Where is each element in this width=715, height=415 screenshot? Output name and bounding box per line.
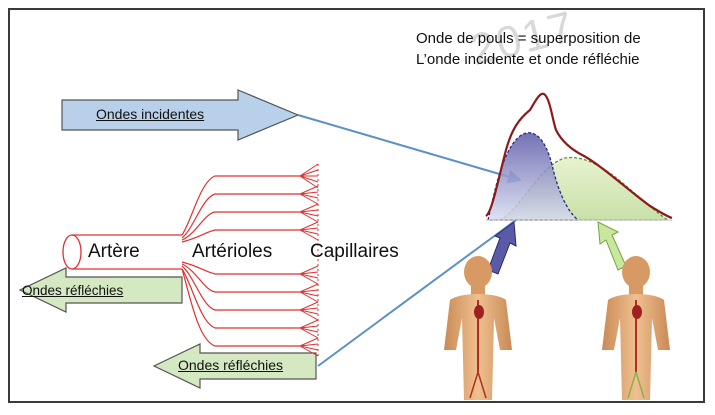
pulse-title: Onde de pouls = superposition de L’onde … [416, 28, 641, 70]
arterioles-label: Artérioles [192, 241, 272, 263]
human-figure-left [444, 256, 512, 400]
pulse-title-line1: Onde de pouls = superposition de [416, 28, 641, 49]
incident-wave-label: Ondes incidentes [96, 106, 204, 122]
reflected-wave-label-left: Ondes réfléchies [22, 283, 123, 298]
reflected-up-arrow [598, 222, 626, 270]
capillaries-label: Capillaires [310, 241, 399, 263]
human-figure-right [602, 256, 670, 400]
reflected-wave-label-bottom: Ondes réfléchies [178, 357, 283, 373]
pulse-waveform [486, 94, 672, 220]
artery-label: Artère [88, 241, 140, 263]
pulse-title-line2: L’onde incidente et onde réfléchie [416, 49, 641, 70]
